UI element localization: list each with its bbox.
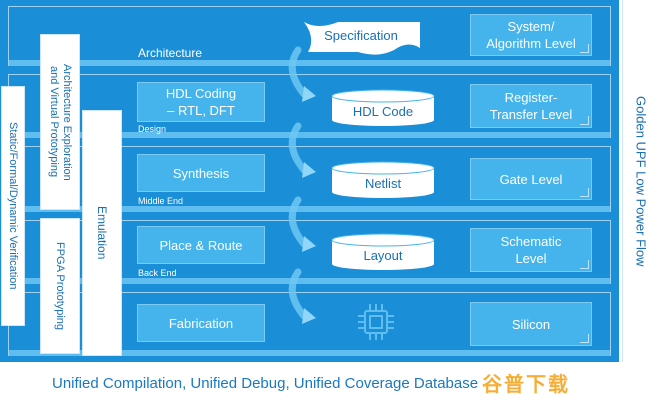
schematic-level-label: Schematic Level [500, 234, 562, 266]
golden-upf-label: Golden UPF Low Power Flow [633, 95, 649, 267]
chip-icon [358, 304, 394, 340]
arrow-hdl-to-netlist [288, 122, 308, 174]
gate-level-label: Gate Level [499, 171, 563, 187]
arrow-spec-to-hdl [288, 46, 308, 98]
emulation-label: Emulation [95, 206, 109, 260]
system-level-label: System/ Algorithm Level [486, 19, 576, 51]
fpga-label: FPGA Prototyping [54, 241, 66, 331]
arrow-netlist-to-layout [288, 196, 308, 248]
verification-column: Static/Formal/Dynamic Verification [1, 86, 25, 326]
design-label: Design [138, 124, 167, 134]
layout-cylinder: Layout [330, 232, 436, 272]
silicon-label: Silicon [511, 316, 551, 332]
architecture-label: Architecture [138, 46, 203, 60]
arrow-layout-to-chip [288, 268, 308, 320]
verification-label: Static/Formal/Dynamic Verification [7, 122, 19, 290]
arch-exploration-column: Architecture Exploration and Virtual Pro… [40, 34, 80, 210]
watermark: 谷普下载 [482, 372, 570, 396]
golden-upf-column: Golden UPF Low Power Flow [622, 0, 659, 362]
fpga-column: FPGA Prototyping [40, 218, 80, 354]
back-end-label: Back End [138, 268, 177, 278]
fabrication-box: Fabrication [137, 304, 265, 342]
unified-bar: Unified Compilation, Unified Debug, Unif… [20, 366, 610, 400]
rtl-level-box: Register- Transfer Level [470, 84, 592, 128]
synthesis-box: Synthesis [137, 154, 265, 192]
netlist-cylinder: Netlist [330, 160, 436, 200]
silicon-box: Silicon [470, 302, 592, 346]
schematic-level-box: Schematic Level [470, 228, 592, 272]
hdl-code-label: HDL Code [352, 104, 414, 119]
hdl-code-cylinder: HDL Code [330, 88, 436, 128]
place-route-box: Place & Route [137, 226, 265, 264]
specification-label: Specification [324, 28, 398, 43]
arch-exploration-label: Architecture Exploration and Virtual Pro… [48, 63, 73, 181]
row-architecture [8, 6, 611, 66]
hdl-coding-box: HDL Coding – RTL, DFT [137, 82, 265, 122]
gate-level-box: Gate Level [470, 158, 592, 200]
specification-shape [304, 22, 420, 55]
netlist-label: Netlist [364, 176, 402, 191]
flow-arrows [288, 46, 316, 324]
unified-bar-label: Unified Compilation, Unified Debug, Unif… [52, 374, 479, 392]
rtl-level-label: Register- Transfer Level [489, 90, 573, 122]
emulation-column: Emulation [82, 110, 122, 356]
layout-label: Layout [363, 248, 403, 263]
middle-end-label: Middle End [138, 196, 184, 206]
system-level-box: System/ Algorithm Level [470, 14, 592, 56]
